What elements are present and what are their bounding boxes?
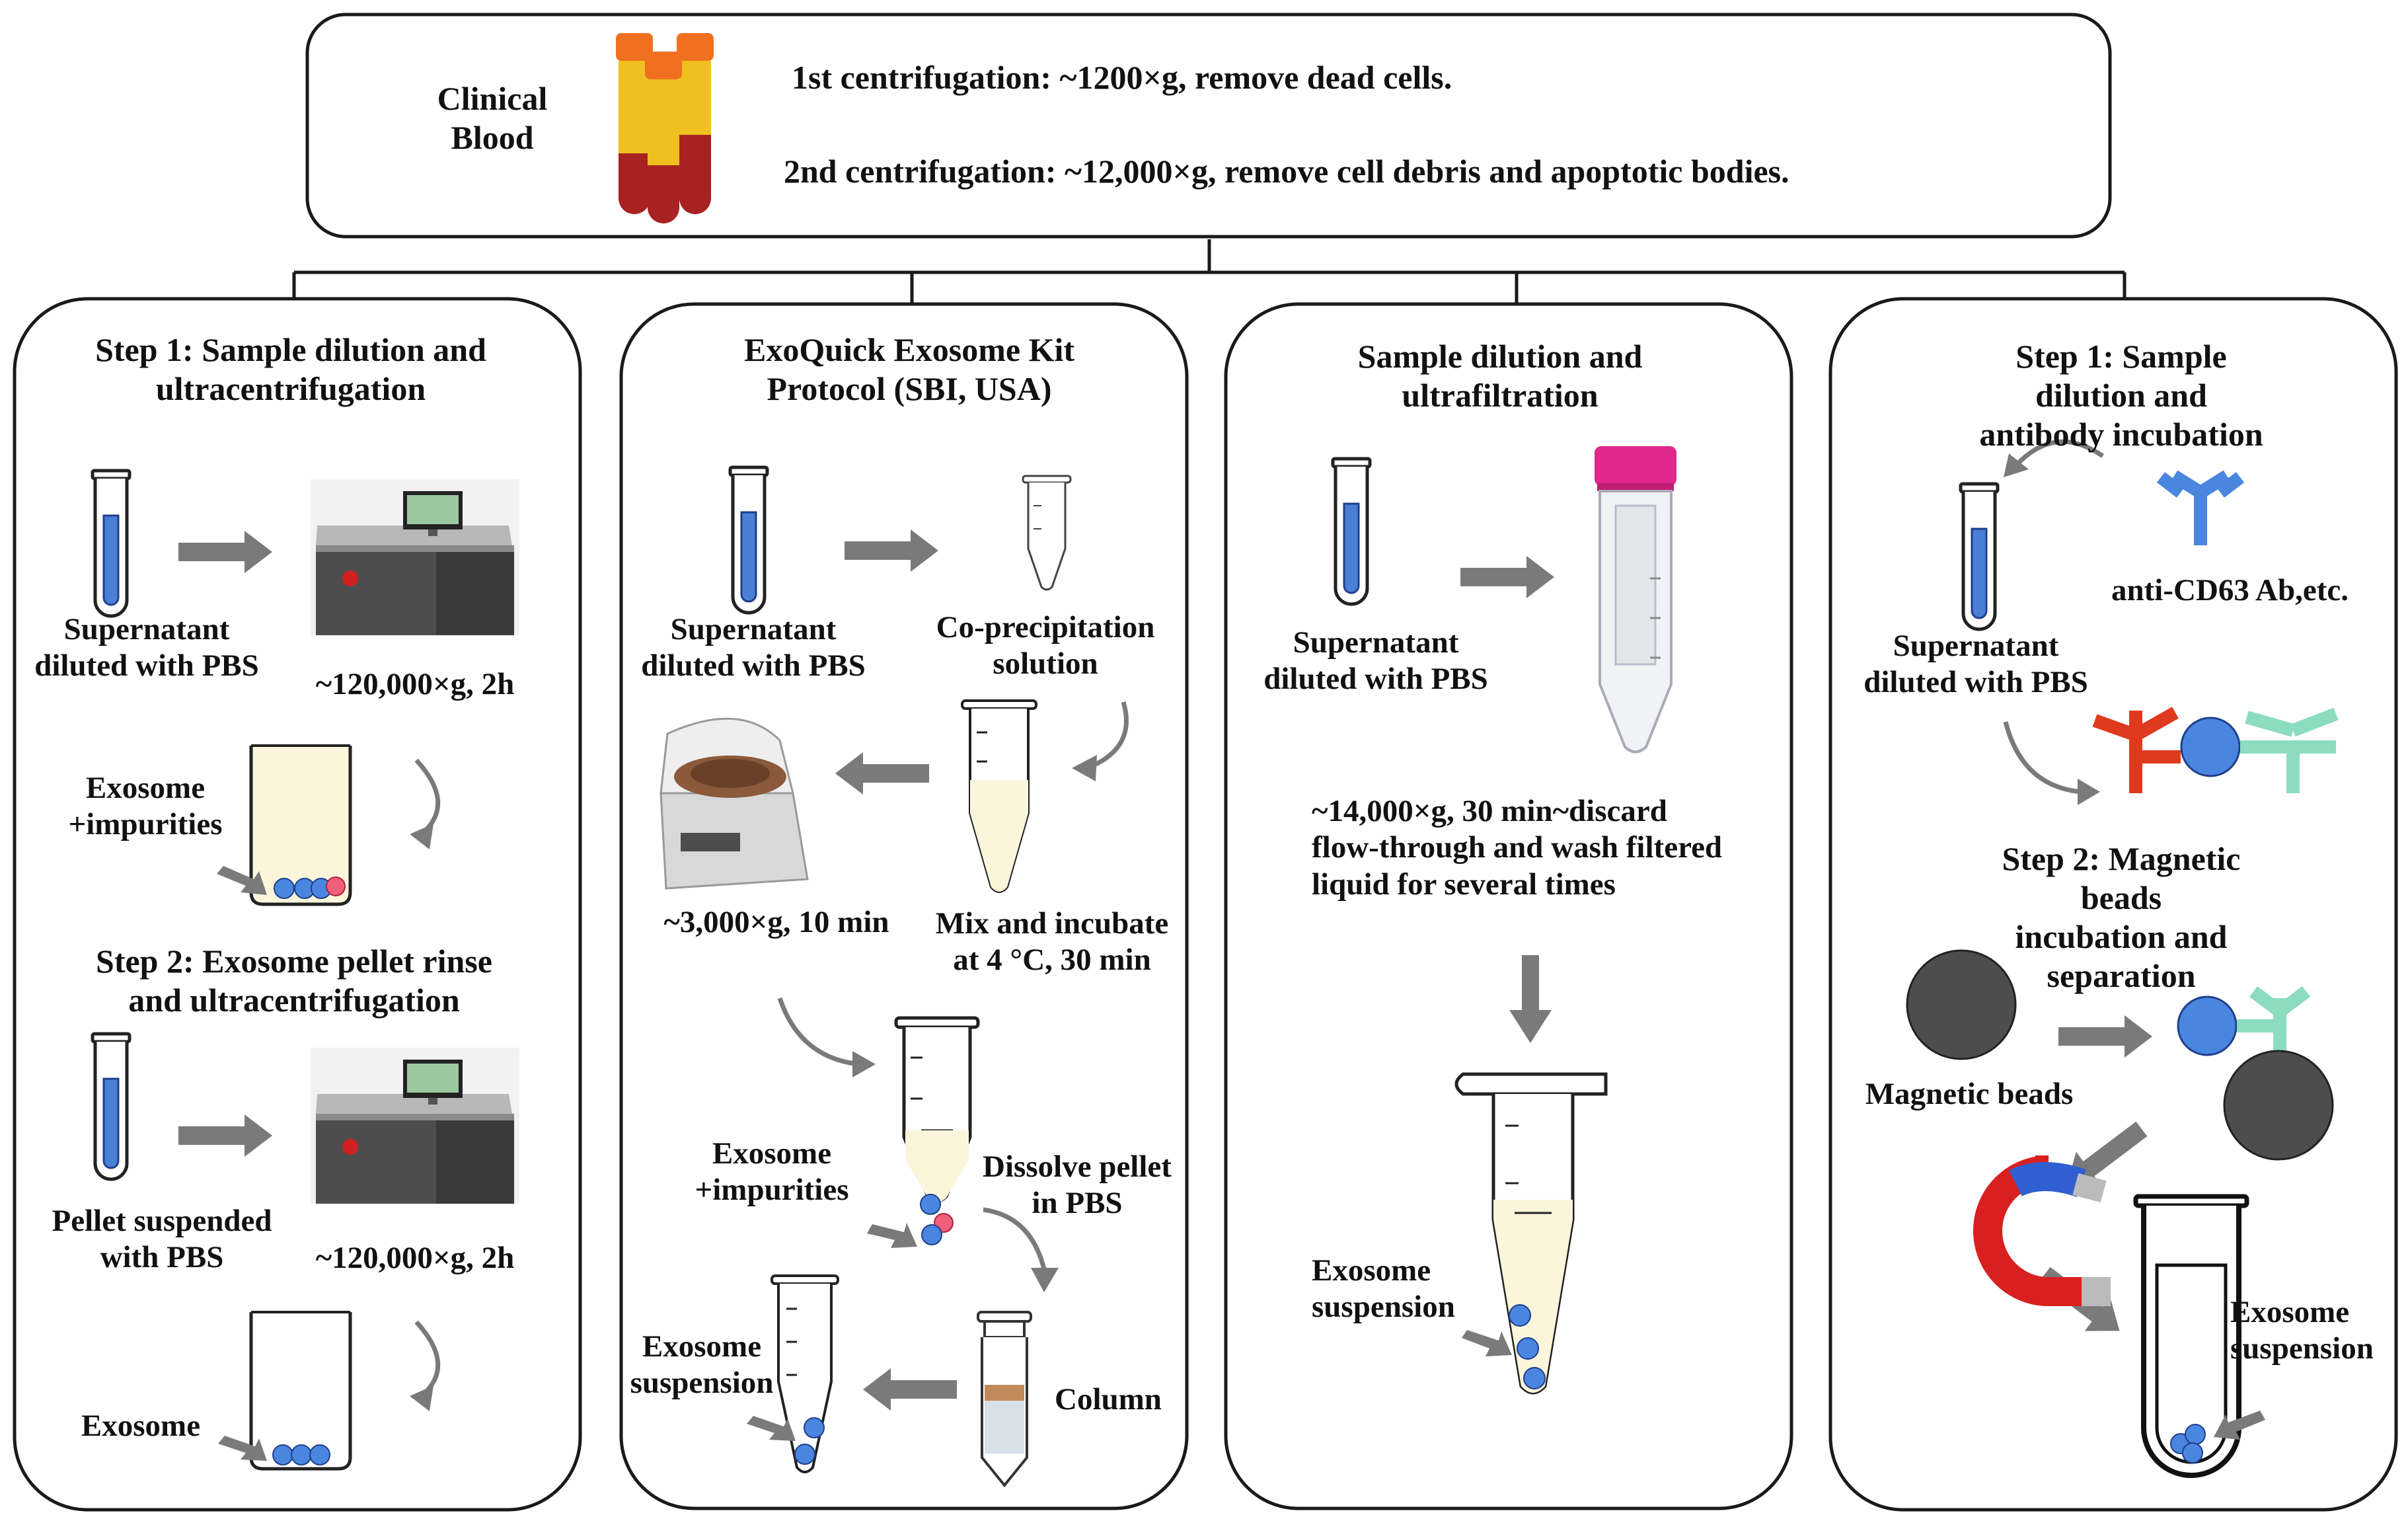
magnet-icon xyxy=(1973,1155,2111,1306)
sample-tube-icon xyxy=(93,471,130,616)
mint-antibody-icon xyxy=(2240,707,2339,793)
p3-supernatant-label: Supernatant diluted with PBS xyxy=(1263,625,1488,697)
exosome-particle xyxy=(2177,995,2238,1056)
p2-suspension-label: Exosome suspension xyxy=(630,1329,774,1401)
p1-step1-title: Step 1: Sample dilution and ultracentrif… xyxy=(95,331,486,407)
exosome-particle xyxy=(2185,1424,2206,1445)
sample-tube-icon xyxy=(730,467,767,613)
coprecipitation-tube-icon xyxy=(1022,475,1072,591)
arrowhead-icon xyxy=(1072,755,1097,781)
p2-dissolve-label: Dissolve pellet in PBS xyxy=(983,1149,1172,1221)
exosome-particle xyxy=(804,1417,825,1438)
impurity-particle xyxy=(326,876,346,896)
red-antibody-icon xyxy=(2092,707,2181,793)
panel-ultrafiltration-box xyxy=(1224,302,1793,1510)
magnetic-bead-icon xyxy=(1906,949,2017,1060)
p1-step2-title: Step 2: Exosome pellet rinse and ultrace… xyxy=(96,943,492,1019)
p2-title: ExoQuick Exosome Kit Protocol (SBI, USA) xyxy=(743,331,1075,407)
centrifugation-2-text: 2nd centrifugation: ~12,000×g, remove ce… xyxy=(784,153,1789,190)
exosome-particle xyxy=(291,1444,312,1465)
pointer-arrow-icon xyxy=(2214,1411,2265,1440)
clinical-blood-label: Clinical Blood xyxy=(437,80,548,156)
down-arrow-icon xyxy=(1522,955,1539,1011)
exosome-particle xyxy=(272,1444,293,1465)
curved-arrow-icon xyxy=(777,997,860,1067)
p1-speed-1: ~120,000×g, 2h xyxy=(315,667,515,701)
p1-impurities-label: Exosome +impurities xyxy=(68,771,223,842)
p1-exosome-label: Exosome xyxy=(81,1409,201,1443)
column-icon xyxy=(977,1311,1032,1488)
pointer-arrow-icon xyxy=(1462,1330,1512,1356)
pointer-arrow-icon xyxy=(867,1223,917,1248)
arrowhead-icon xyxy=(410,1385,433,1411)
centrifugation-1-text: 1st centrifugation: ~1200×g, remove dead… xyxy=(792,59,1452,96)
p2-impurities-label: Exosome +impurities xyxy=(695,1136,849,1208)
p3-conditions-label: ~14,000×g, 30 min~discard flow-through a… xyxy=(1312,794,1723,902)
exosome-particle xyxy=(2182,1442,2203,1463)
sample-tube-icon xyxy=(1961,484,1998,629)
blood-tubes-image xyxy=(616,33,714,223)
p2-mix-label: Mix and incubate at 4 °C, 30 min xyxy=(935,906,1169,978)
p4-antibody-label: anti-CD63 Ab,etc. xyxy=(2111,573,2349,607)
arrowhead-icon xyxy=(2078,779,2100,805)
sample-tube-icon xyxy=(93,1034,130,1179)
p3-title: Sample dilution and ultrafiltration xyxy=(1357,338,1643,414)
curved-arrow-icon xyxy=(2003,721,2082,795)
p2-speed-label: ~3,000×g, 10 min xyxy=(663,905,889,939)
p1-speed-2: ~120,000×g, 2h xyxy=(315,1241,515,1275)
pellet-beaker-icon xyxy=(249,746,352,906)
p2-coprecip-label: Co-precipitation solution xyxy=(936,610,1155,682)
sample-tube-icon xyxy=(1333,459,1370,604)
arrowhead-icon xyxy=(2004,453,2029,477)
p4-suspension-label: Exosome suspension xyxy=(2230,1295,2374,1366)
exosome-particle xyxy=(921,1224,942,1245)
exosome-particle xyxy=(920,1194,941,1215)
arrowhead-icon xyxy=(410,824,433,849)
ultracentrifuge-image xyxy=(311,1048,519,1204)
pointer-arrow-icon xyxy=(217,866,267,895)
antibody-icon xyxy=(2156,470,2245,545)
p4-step1-title: Step 1: Sample dilution and antibody inc… xyxy=(1979,338,2263,453)
centrifugal-filter-image xyxy=(1595,446,1676,754)
curved-arrow-icon xyxy=(983,1207,1047,1270)
p2-supernatant-label: Supernatant diluted with PBS xyxy=(641,612,866,683)
header-box xyxy=(305,13,2112,239)
mix-tube-icon xyxy=(961,699,1037,893)
exosome-particle xyxy=(274,878,295,899)
ultracentrifuge-image xyxy=(311,479,519,635)
p4-supernatant-label: Supernatant diluted with PBS xyxy=(1863,629,2088,700)
magnetic-bead-icon xyxy=(2223,1050,2334,1161)
exosome-particle xyxy=(1523,1367,1546,1389)
branch-connector xyxy=(292,239,2126,304)
exosome-particle xyxy=(1517,1337,1539,1360)
p4-step2-title: Step 2: Magnetic beads incubation and se… xyxy=(2002,840,2241,994)
exosome-particle xyxy=(1509,1304,1531,1327)
p3-suspension-label: Exosome suspension xyxy=(1312,1253,1455,1325)
p1-pellet-label: Pellet suspended with PBS xyxy=(52,1204,272,1275)
curved-arrow-icon xyxy=(2013,439,2104,468)
exosome-particle xyxy=(2180,717,2241,777)
benchtop-centrifuge-image xyxy=(656,709,814,890)
p4-beads-label: Magnetic beads xyxy=(1865,1077,2074,1111)
arrowhead-icon xyxy=(852,1051,876,1077)
arrowhead-icon xyxy=(1031,1268,1059,1292)
exosome-particle xyxy=(794,1444,815,1465)
p2-column-label: Column xyxy=(1055,1382,1162,1417)
pointer-arrow-icon xyxy=(218,1436,267,1461)
down-arrowhead-icon xyxy=(1509,1010,1552,1043)
p1-supernatant-label: Supernatant diluted with PBS xyxy=(34,612,259,683)
pointer-arrow-icon xyxy=(747,1416,796,1441)
exosome-particle xyxy=(309,1444,330,1465)
exosome-beaker-icon xyxy=(249,1312,352,1471)
curved-arrow-icon xyxy=(1089,701,1129,769)
